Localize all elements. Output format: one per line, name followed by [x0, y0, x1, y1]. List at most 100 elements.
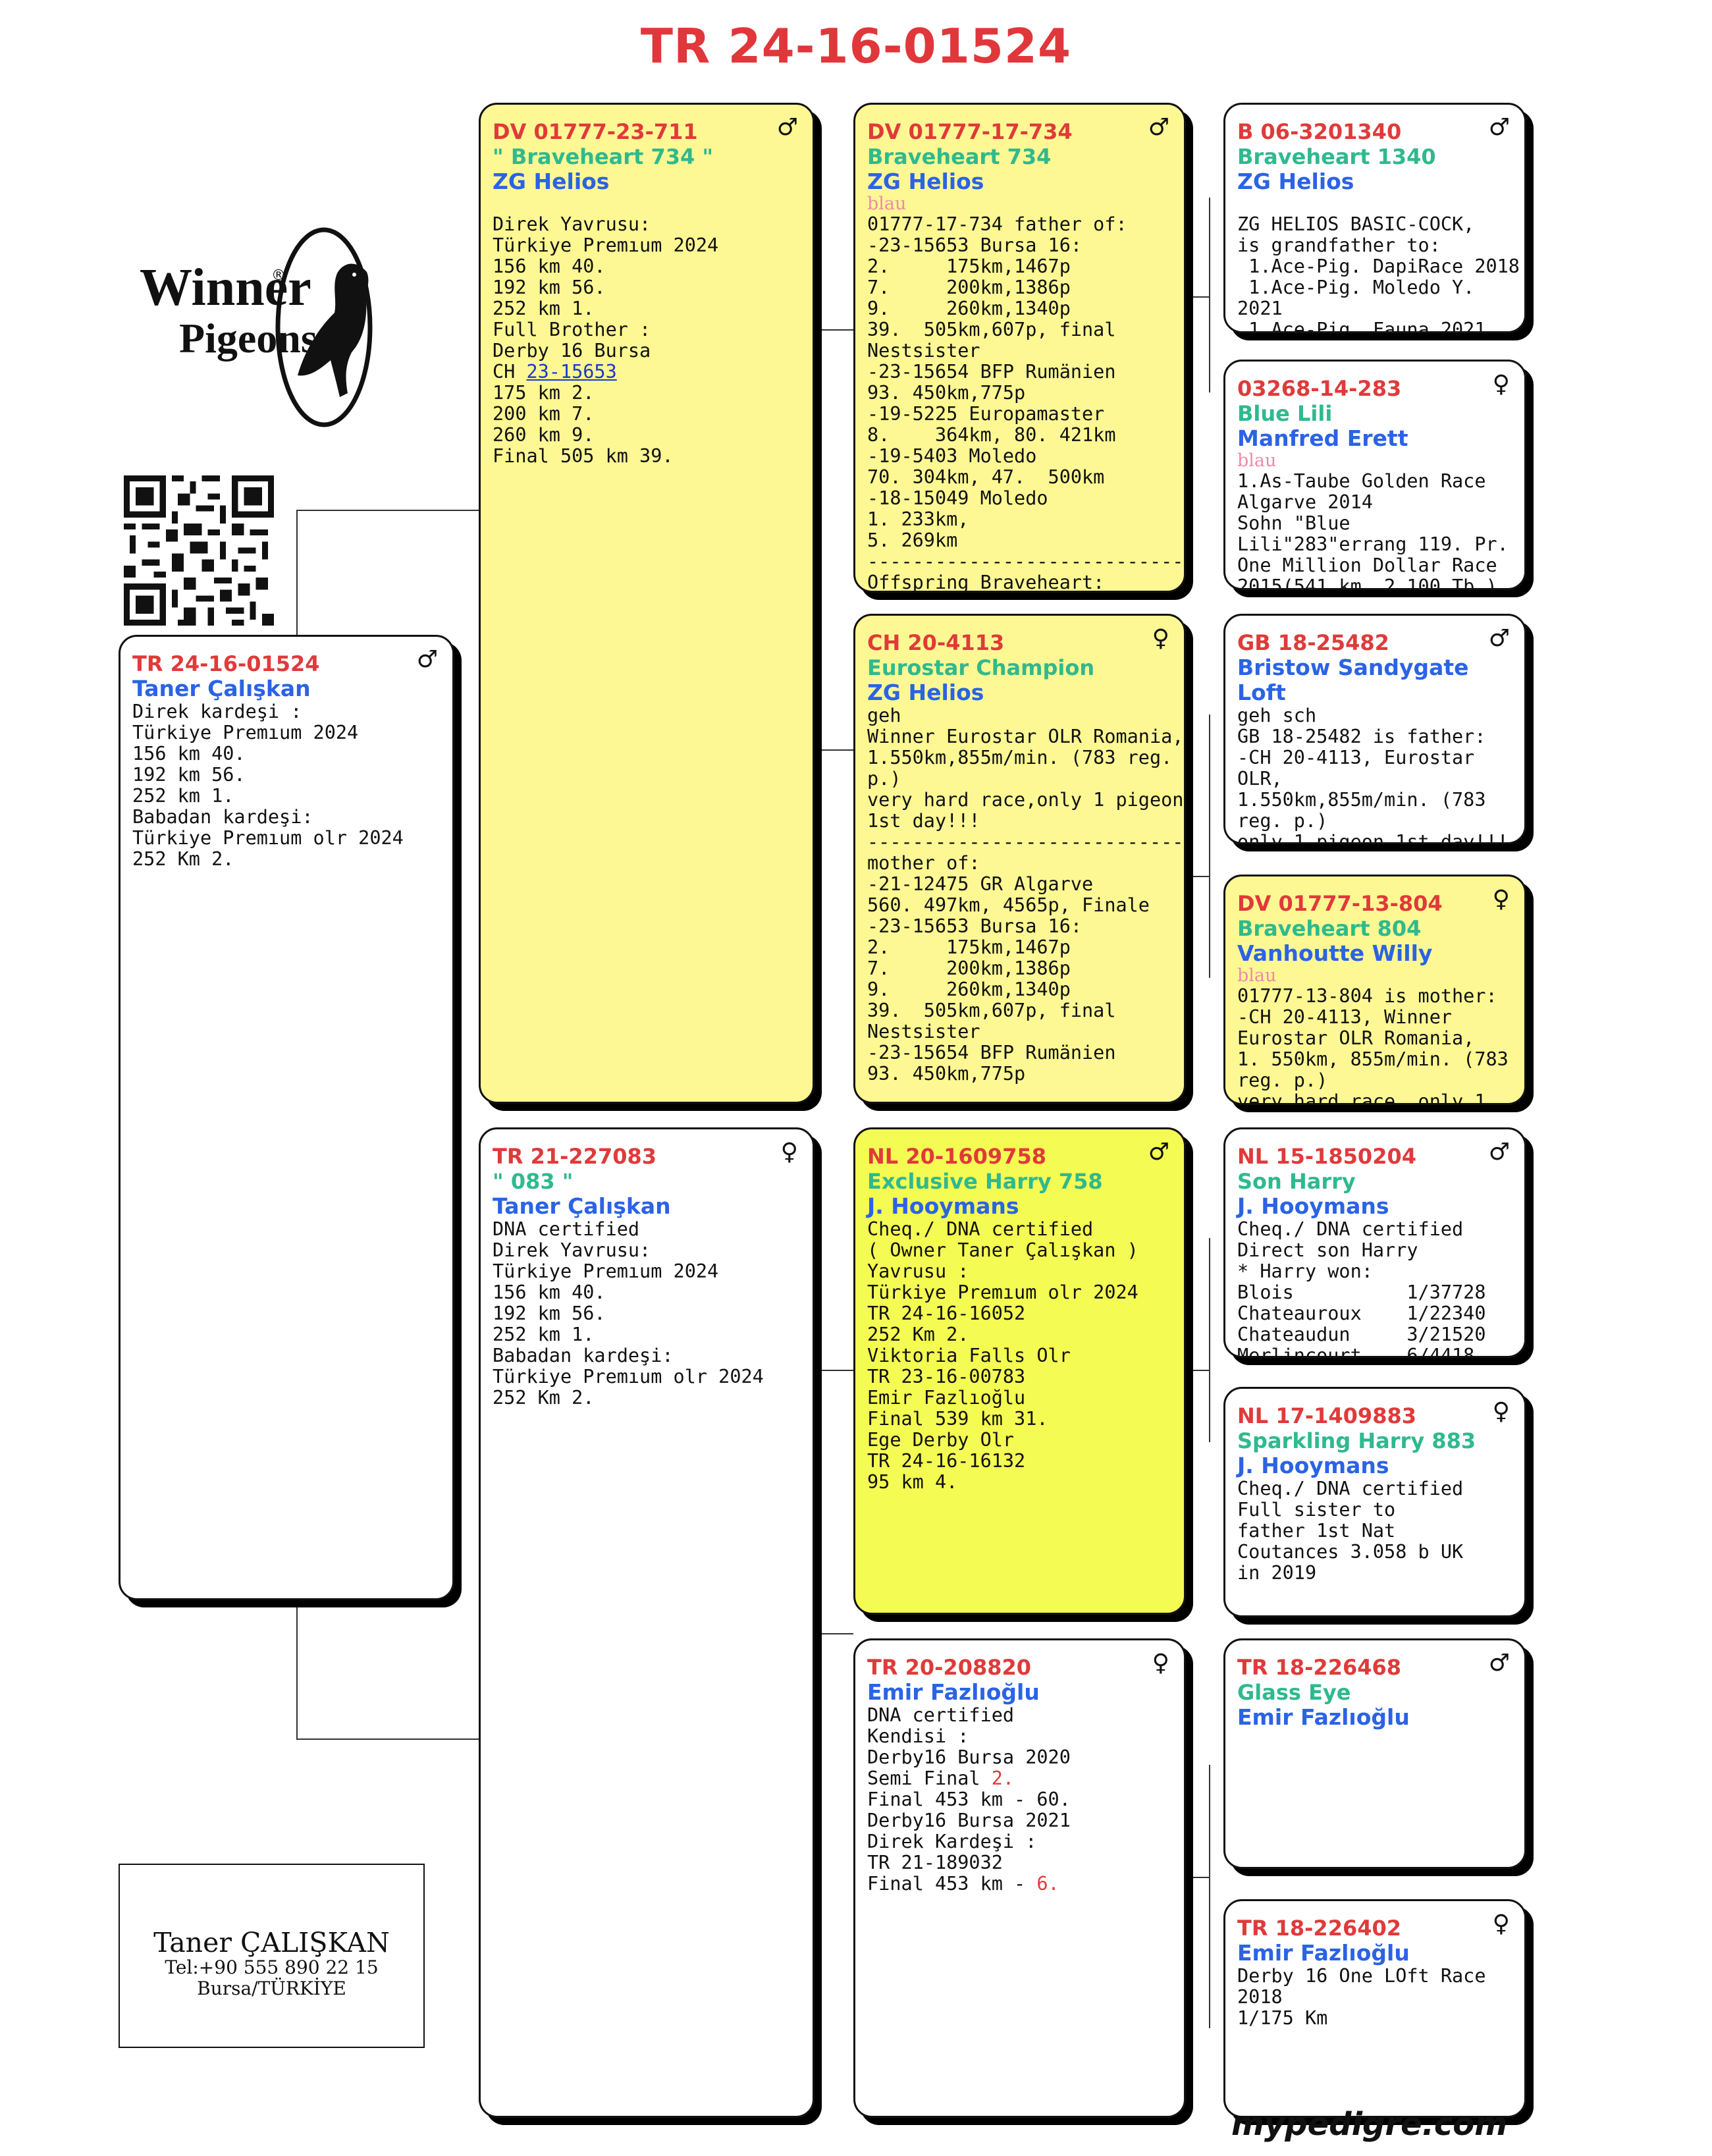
- male-icon: ♂: [776, 114, 798, 141]
- pigeon-card-father-mother[interactable]: ♀ CH 20-4113 Eurostar Champion ZG Helios…: [853, 614, 1186, 1104]
- ring-number: TR 24-16-01524: [132, 651, 320, 676]
- ring-number: TR 18-226468: [1237, 1655, 1402, 1680]
- pigeon-name: Blue Lili: [1237, 401, 1333, 426]
- breeder-name: ZG Helios: [867, 169, 984, 194]
- connector-line: [1209, 1238, 1210, 1442]
- pigeon-notes: DNA certified Direk Yavrusu: Türkiye Pre…: [493, 1218, 764, 1409]
- connector-line: [820, 1370, 853, 1371]
- breeder-name: Emir Fazlıoğlu: [1237, 1704, 1410, 1730]
- breeder-name: ZG Helios: [1237, 169, 1354, 194]
- connector-line: [820, 749, 853, 751]
- pigeon-card-mother-mother[interactable]: ♀ TR 20-208820 Emir Fazlıoğlu DNA certif…: [853, 1638, 1186, 2118]
- pigeon-name: Sparkling Harry 883: [1237, 1428, 1476, 1453]
- pigeon-notes: 01777-17-734 father of: -23-15653 Bursa …: [867, 213, 1184, 593]
- connector-line: [1209, 198, 1210, 392]
- linked-pigeon[interactable]: 23-15653: [526, 361, 617, 383]
- connector-line: [1209, 1765, 1210, 2028]
- qr-code-icon[interactable]: [124, 475, 274, 626]
- owner-name: Taner ÇALIŞKAN: [153, 1927, 390, 1958]
- pigeon-card-mf-father[interactable]: ♂ NL 15-1850204 Son Harry J. Hooymans Ch…: [1223, 1127, 1526, 1358]
- ring-number: CH 20-4113: [867, 630, 1005, 655]
- connector-line: [296, 1738, 479, 1740]
- ring-number: GB 18-25482: [1237, 630, 1389, 655]
- pigeon-name: " 083 ": [493, 1169, 574, 1194]
- pigeon-card-mf-mother[interactable]: ♀ NL 17-1409883 Sparkling Harry 883 J. H…: [1223, 1387, 1526, 1617]
- pigeon-notes: Derby 16 One LOft Race 2018 1/175 Km: [1237, 1965, 1486, 2029]
- pigeon-card-subject[interactable]: ♂ TR 24-16-01524 Taner Çalışkan Direk ka…: [119, 635, 454, 1600]
- pigeon-card-mm-father[interactable]: ♂ TR 18-226468 Glass Eye Emir Fazlıoğlu: [1223, 1638, 1526, 1869]
- ring-number: NL 20-1609758: [867, 1144, 1046, 1169]
- female-icon: ♀: [780, 1139, 798, 1166]
- male-icon: ♂: [1488, 1139, 1510, 1166]
- male-icon: ♂: [416, 646, 438, 673]
- ring-number: 03268-14-283: [1237, 376, 1402, 401]
- breeder-name: Emir Fazlıoğlu: [1237, 1940, 1410, 1966]
- breeder-name: Vanhoutte Willy: [1237, 940, 1433, 966]
- ring-number: NL 15-1850204: [1237, 1144, 1416, 1169]
- pigeon-card-fm-mother[interactable]: ♀ DV 01777-13-804 Braveheart 804 Vanhout…: [1223, 875, 1526, 1105]
- logo-word-winner: Winner: [140, 259, 311, 317]
- pigeon-name: Son Harry: [1237, 1169, 1356, 1194]
- pigeon-name: " Braveheart 734 ": [493, 144, 714, 169]
- feather-color: blau: [1237, 450, 1277, 471]
- pigeon-notes: geh sch GB 18-25482 is father: -CH 20-41…: [1237, 705, 1509, 844]
- female-icon: ♀: [1492, 1398, 1510, 1425]
- female-icon: ♀: [1152, 1650, 1169, 1677]
- pigeon-notes: geh Winner Eurostar OLR Romania, 1.550km…: [867, 705, 1184, 1085]
- owner-phone[interactable]: Tel:+90 555 890 22 15: [165, 1956, 379, 1978]
- pigeon-notes: Direk kardeşi : Türkiye Premıum 2024 156…: [132, 701, 404, 870]
- female-icon: ♀: [1152, 625, 1169, 652]
- pigeon-card-mother[interactable]: ♀ TR 21-227083 " 083 " Taner Çalışkan DN…: [479, 1127, 815, 2118]
- breeder-name: J. Hooymans: [867, 1193, 1019, 1219]
- pigeon-name: Braveheart 1340: [1237, 144, 1436, 169]
- connector-line: [1209, 714, 1210, 978]
- ring-number: NL 17-1409883: [1237, 1403, 1416, 1428]
- breeder-name: Emir Fazlıoğlu: [867, 1679, 1040, 1705]
- pigeon-card-father-father[interactable]: ♂ DV 01777-17-734 Braveheart 734 ZG Heli…: [853, 103, 1186, 593]
- female-icon: ♀: [1492, 886, 1510, 913]
- logo-word-pigeons: Pigeons: [179, 315, 317, 362]
- pigeon-name: Bristow Sandygate Loft: [1237, 655, 1469, 705]
- connector-line: [1185, 1370, 1209, 1371]
- registered-mark: ®: [271, 267, 286, 284]
- pedigree-title: TR 24-16-01524: [640, 18, 1072, 74]
- connector-line: [820, 1633, 853, 1634]
- connector-line: [1185, 1877, 1209, 1878]
- ring-number: DV 01777-13-804: [1237, 891, 1443, 916]
- pigeon-card-ff-mother[interactable]: ♀ 03268-14-283 Blue Lili Manfred Erett b…: [1223, 360, 1526, 590]
- site-footer-link[interactable]: mypedigre.com: [1231, 2106, 1508, 2143]
- breeder-name: Taner Çalışkan: [493, 1193, 671, 1219]
- feather-color: blau: [1237, 965, 1277, 986]
- male-icon: ♂: [1488, 625, 1510, 652]
- pigeon-notes: 01777-13-804 is mother: -CH 20-4113, Win…: [1237, 985, 1509, 1105]
- ring-number: B 06-3201340: [1237, 119, 1402, 144]
- breeder-name: Taner Çalışkan: [132, 676, 311, 701]
- connector-line: [820, 1370, 822, 1633]
- pigeon-notes: Cheq./ DNA certified Full sister to fath…: [1237, 1478, 1464, 1584]
- female-icon: ♀: [1492, 371, 1510, 398]
- pigeon-card-ff-father[interactable]: ♂ B 06-3201340 Braveheart 1340 ZG Helios…: [1223, 103, 1526, 333]
- pigeon-notes: Direk Yavrusu: Türkiye Premıum 2024 156 …: [493, 213, 719, 467]
- pigeon-card-father[interactable]: ♂ DV 01777-23-711 " Braveheart 734 " ZG …: [479, 103, 815, 1104]
- ring-number: DV 01777-17-734: [867, 119, 1073, 144]
- pigeon-notes: 1.As-Taube Golden Race Algarve 2014 Sohn…: [1237, 470, 1509, 590]
- breeder-name: Manfred Erett: [1237, 425, 1408, 451]
- pigeon-card-fm-father[interactable]: ♂ GB 18-25482 Bristow Sandygate Loft geh…: [1223, 614, 1526, 844]
- male-icon: ♂: [1148, 114, 1169, 141]
- female-icon: ♀: [1492, 1910, 1510, 1937]
- pigeon-notes: DNA certified Kendisi : Derby16 Bursa 20…: [867, 1704, 1071, 1895]
- pigeon-name: Glass Eye: [1237, 1680, 1351, 1705]
- pigeon-card-mother-father[interactable]: ♂ NL 20-1609758 Exclusive Harry 758 J. H…: [853, 1127, 1186, 1615]
- winner-pigeons-logo: Winner Pigeons ®: [140, 221, 390, 431]
- ring-number: TR 20-208820: [867, 1655, 1032, 1680]
- owner-contact-box: Taner ÇALIŞKAN Tel:+90 555 890 22 15 Bur…: [119, 1864, 425, 2048]
- breeder-name: ZG Helios: [493, 169, 610, 194]
- pigeon-name: Eurostar Champion: [867, 655, 1095, 680]
- pigeon-notes: Cheq./ DNA certified Direct son Harry * …: [1237, 1218, 1486, 1358]
- pigeon-name: Braveheart 734: [867, 144, 1052, 169]
- pigeon-card-mm-mother[interactable]: ♀ TR 18-226402 Emir Fazlıoğlu Derby 16 O…: [1223, 1899, 1526, 2118]
- owner-city: Bursa/TÜRKİYE: [197, 1978, 346, 1999]
- ring-number: DV 01777-23-711: [493, 119, 698, 144]
- male-icon: ♂: [1148, 1139, 1169, 1166]
- breeder-name: J. Hooymans: [1237, 1453, 1389, 1478]
